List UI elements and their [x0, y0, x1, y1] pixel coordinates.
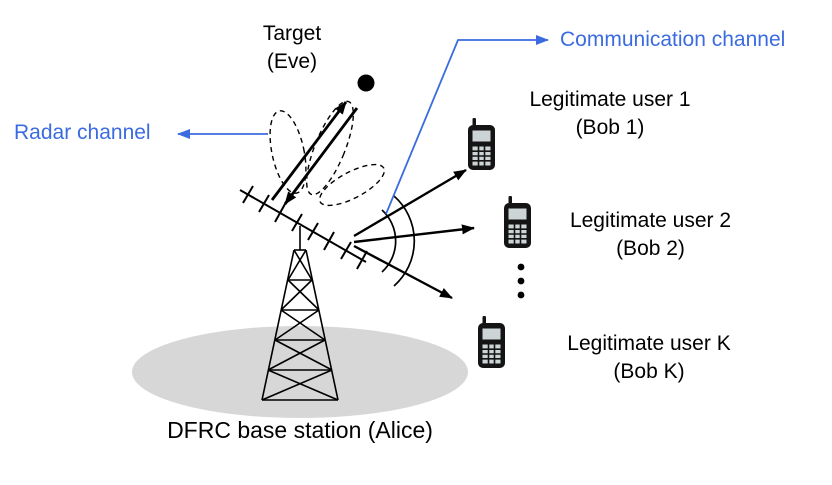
phone-icon-user2: [503, 195, 532, 249]
user2-label: Legitimate user 2 (Bob 2): [548, 207, 753, 263]
base-station-label: DFRC base station (Alice): [167, 417, 433, 443]
userK-label-line2: (Bob K): [613, 360, 685, 383]
target-label-line2: (Eve): [266, 50, 318, 73]
phone-icon-user1: [467, 117, 496, 171]
radar-beam-lobes: [269, 100, 386, 207]
user1-label: Legitimate user 1 (Bob 1): [505, 86, 715, 142]
vertical-ellipsis: [517, 263, 525, 299]
target-label: Target (Eve): [202, 20, 382, 76]
radar-channel-label: Radar channel: [14, 121, 151, 144]
user1-label-line2: (Bob 1): [575, 116, 645, 139]
target-dot: [357, 74, 375, 92]
antenna-array: [239, 185, 368, 270]
userK-label-line1: Legitimate user K: [567, 332, 731, 355]
target-label-line1: Target: [262, 22, 322, 45]
comm-channel-connector: [385, 35, 549, 215]
radar-echo-arrows: [270, 101, 359, 205]
user2-label-line2: (Bob 2): [616, 237, 685, 260]
wavefront-arcs: [381, 195, 416, 287]
user1-label-line1: Legitimate user 1: [529, 88, 691, 111]
userK-label: Legitimate user K (Bob K): [543, 330, 755, 386]
ground-ellipse: [132, 326, 468, 418]
phone-icon-userK: [477, 315, 506, 369]
base-station-tower: [261, 226, 339, 401]
comm-channel-label: Communication channel: [560, 28, 786, 51]
user2-label-line1: Legitimate user 2: [569, 209, 732, 232]
